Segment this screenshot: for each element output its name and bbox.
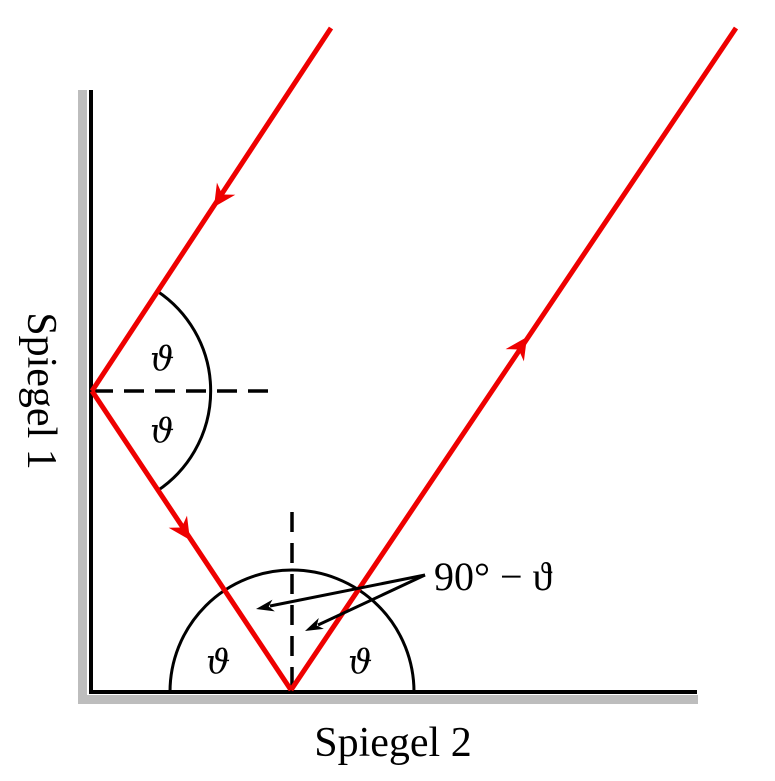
theta-label-lower-mirror-1: ϑ — [150, 411, 174, 451]
theta-label-right-mirror-2: ϑ — [348, 642, 372, 682]
theta-label-left-mirror-2: ϑ — [206, 642, 230, 682]
arc-mirror-2 — [168, 568, 416, 693]
pointer-head-right — [305, 617, 324, 631]
outgoing-ray — [288, 26, 739, 692]
incoming-ray — [89, 26, 334, 393]
mirror-shadows — [78, 90, 698, 704]
angle-arcs — [156, 289, 416, 693]
mirror-2-label: Spiegel 2 — [314, 720, 471, 766]
pointer-head-left — [256, 599, 275, 612]
mirrors — [89, 90, 697, 694]
outgoing-ray-arrowhead — [505, 337, 527, 362]
mirror-2-shadow — [78, 695, 698, 704]
complement-angle-label: 90° − ϑ — [434, 554, 553, 599]
intermediate-ray-arrowhead — [168, 515, 190, 540]
mirror-1-shadow — [78, 90, 87, 702]
pointer-line-right — [317, 573, 426, 627]
ray-arrow-heads — [168, 182, 527, 540]
light-rays — [89, 26, 739, 692]
mirror-1-label: Spiegel 1 — [18, 312, 64, 469]
arc-mirror-1 — [156, 289, 213, 493]
incoming-ray-arrowhead — [214, 182, 236, 207]
theta-label-upper-mirror-1: ϑ — [150, 339, 174, 379]
theta-labels: ϑ ϑ ϑ ϑ — [150, 339, 372, 682]
complement-pointers — [256, 573, 426, 631]
pointer-line-left — [269, 573, 426, 608]
intermediate-ray — [89, 389, 294, 692]
